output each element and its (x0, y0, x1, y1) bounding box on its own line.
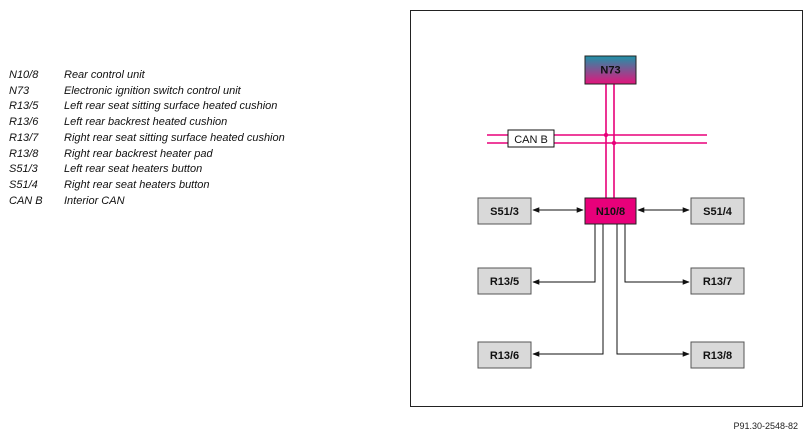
legend-code: CAN B (9, 194, 43, 207)
legend-code: R13/8 (9, 147, 39, 160)
r13-6-label: R13/6 (490, 350, 519, 362)
legend-description: Rear control unit (64, 69, 145, 81)
diagram-frame (410, 10, 803, 407)
r13-6-box: R13/6 (477, 341, 532, 369)
r13-7-box: R13/7 (690, 267, 745, 295)
s51-3-box: S51/3 (477, 197, 532, 225)
s51-4-box: S51/4 (690, 197, 745, 225)
legend-row: CAN B Interior CAN (9, 194, 285, 210)
r13-5-connection-arrow (532, 224, 596, 285)
legend-code: N10/8 (9, 69, 39, 81)
can-b-label-box: CAN B (507, 129, 555, 148)
r13-8-connection-arrow (616, 224, 690, 357)
legend-description: Right rear seat heaters button (64, 178, 210, 191)
legend-row: S51/4 Right rear seat heaters button (9, 178, 285, 194)
can-b-label: CAN B (514, 134, 548, 146)
legend-description: Left rear backrest heated cushion (64, 116, 228, 129)
n10-8-fill (584, 197, 637, 225)
legend-row: R13/8 Right rear backrest heater pad (9, 147, 285, 163)
s51-4-label: S51/4 (703, 206, 733, 218)
legend-description: Right rear seat sitting surface heated c… (64, 131, 285, 144)
legend-row: S51/3 Left rear seat heaters button (9, 162, 285, 178)
legend-code: S51/4 (9, 178, 38, 191)
n10-8-label: N10/8 (596, 206, 625, 218)
s51-3-label: S51/3 (490, 206, 519, 218)
legend: N10/8 Rear control unit N73 Electronic i… (9, 68, 285, 209)
legend-row: R13/6 Left rear backrest heated cushion (9, 115, 285, 131)
n73-label: N73 (600, 65, 620, 77)
n10-8-box: N10/8 (584, 197, 637, 225)
figure-reference: P91.30-2548-82 (733, 421, 798, 431)
legend-code: R13/6 (9, 116, 39, 129)
legend-row: N73 Electronic ignition switch control u… (9, 84, 285, 100)
r13-6-connection-arrow (532, 224, 604, 357)
n73-box: N73 (584, 55, 637, 85)
legend-code: R13/5 (9, 100, 39, 113)
legend-description: Electronic ignition switch control unit (64, 84, 241, 97)
legend-description: Left rear seat heaters button (64, 163, 203, 176)
legend-row: R13/7 Right rear seat sitting surface he… (9, 131, 285, 147)
r13-5-box: R13/5 (477, 267, 532, 295)
bus-junction-dots (603, 132, 617, 146)
r13-8-label: R13/8 (703, 350, 732, 362)
r13-5-label: R13/5 (490, 276, 519, 288)
r13-8-box: R13/8 (690, 341, 745, 369)
legend-description: Right rear backrest heater pad (64, 147, 213, 160)
legend-row: R13/5 Left rear seat sitting surface hea… (9, 99, 285, 115)
legend-description: Interior CAN (64, 194, 125, 207)
legend-code: N73 (9, 84, 30, 97)
legend-description: Left rear seat sitting surface heated cu… (64, 100, 278, 113)
legend-code: R13/7 (9, 131, 39, 144)
legend-code: S51/3 (9, 163, 38, 176)
r13-7-connection-arrow (624, 224, 690, 285)
legend-row: N10/8 Rear control unit (9, 68, 285, 84)
r13-7-label: R13/7 (703, 276, 732, 288)
